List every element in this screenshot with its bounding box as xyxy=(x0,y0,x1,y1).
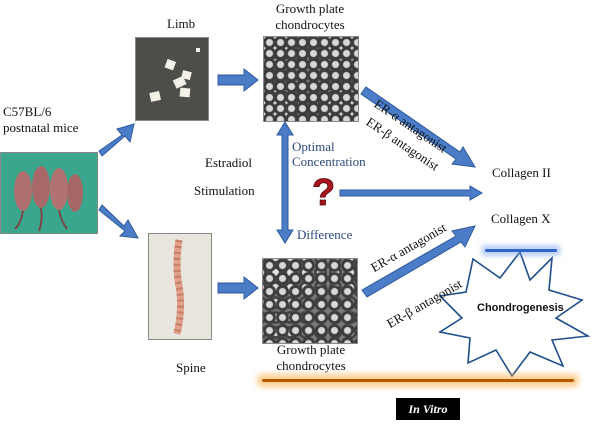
arrow-top-to-collagen-ii xyxy=(360,86,476,168)
spine-illustration xyxy=(173,239,185,335)
mice-photo xyxy=(0,152,98,234)
spine-photo xyxy=(148,233,212,340)
mice-label-line2: postnatal mice xyxy=(3,120,79,135)
growth-plate-bottom-line2: chondrocytes xyxy=(276,358,346,373)
spine-label: Spine xyxy=(176,360,206,375)
chondrogenesis-label: Chondrogenesis xyxy=(477,302,564,314)
arrow-limb-to-cells xyxy=(217,67,259,93)
growth-plate-bottom-label: Growth plate chondrocytes xyxy=(264,342,358,374)
question-mark-icon: ? xyxy=(312,172,336,215)
growth-plate-top-label: Growth plate chondrocytes xyxy=(264,1,356,33)
mice-label-line1: C57BL/6 xyxy=(3,104,52,119)
arrow-mice-to-limb xyxy=(98,123,135,157)
growth-plate-micrograph-bottom xyxy=(262,258,358,344)
question-mark-glyph: ? xyxy=(312,172,335,214)
growth-plate-micrograph-top xyxy=(263,36,359,122)
stimulation-label: Stimulation xyxy=(194,183,255,198)
difference-label: Difference xyxy=(297,227,353,242)
collagen-x-marker-line xyxy=(485,249,557,252)
mice-label: C57BL/6 postnatal mice xyxy=(3,104,78,136)
limb-illustration xyxy=(149,48,200,102)
chondrogenesis-starburst xyxy=(437,250,591,378)
estradiol-label: Estradiol xyxy=(205,155,252,170)
limb-label: Limb xyxy=(167,16,196,31)
mice-illustration xyxy=(14,166,83,232)
limb-photo xyxy=(135,37,209,121)
arrow-spine-to-cells xyxy=(217,275,259,301)
in-vitro-timeline-line xyxy=(262,379,574,382)
arrow-mice-to-spine xyxy=(98,204,139,239)
collagen-ii-label: Collagen II xyxy=(492,165,551,180)
growth-plate-bottom-line1: Growth plate xyxy=(276,342,346,357)
growth-plate-top-line2: chondrocytes xyxy=(275,17,345,32)
collagen-x-label: Collagen X xyxy=(491,211,551,226)
arrow-bottom-to-collagen-x xyxy=(361,225,476,298)
arrow-question-to-collagen xyxy=(339,185,483,201)
optimal-label: Optimal xyxy=(292,139,335,154)
growth-plate-top-line1: Growth plate xyxy=(275,1,345,16)
arrow-vertical-double xyxy=(276,121,294,244)
concentration-label: Concentration xyxy=(292,154,366,169)
in-vitro-label: In Vitro xyxy=(396,398,460,420)
